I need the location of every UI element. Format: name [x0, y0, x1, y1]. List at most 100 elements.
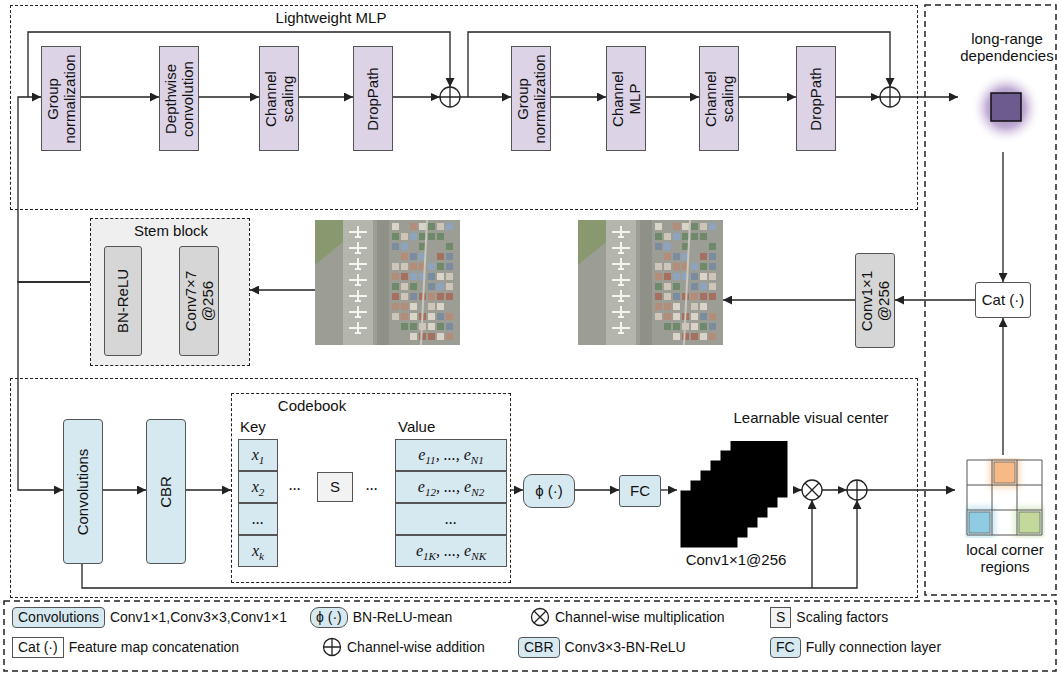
graphic-part	[612, 242, 630, 254]
graphic-part	[664, 253, 671, 260]
node-text: e12, ..., eN2	[418, 478, 484, 496]
graphic-part	[664, 313, 671, 320]
graphic-part	[377, 220, 389, 345]
graphic-part	[401, 263, 408, 270]
graphic-part	[446, 263, 453, 270]
graphic-part	[410, 283, 417, 290]
add-symbol	[871, 87, 900, 107]
graphic-part	[700, 323, 707, 330]
graphic-part	[446, 273, 453, 280]
graphic-part	[410, 313, 417, 320]
key-cell: ...	[238, 503, 278, 535]
key-cell: x2	[238, 471, 278, 503]
add-symbol	[431, 87, 460, 107]
graphic-part	[392, 313, 399, 320]
layer-box: Channel MLP	[606, 46, 646, 151]
legend-text: Fully connection layer	[806, 639, 941, 655]
operator-box: Cat (·)	[975, 282, 1031, 318]
graphic-part	[410, 233, 417, 240]
connector	[646, 96, 699, 97]
legend-item: Channel-wise multiplication	[530, 606, 725, 628]
layer-box: Group normalization	[511, 46, 551, 151]
node-text: Lightweight MLP	[276, 9, 387, 26]
graphic-part	[805, 483, 819, 497]
graphic-part	[709, 273, 716, 280]
graphic-part	[700, 313, 707, 320]
graphic-part	[428, 333, 435, 340]
legend-swatch: CBR	[518, 637, 560, 658]
legend-item: Cat (·)Feature map concatenation	[12, 636, 239, 658]
legend-text: Channel-wise addition	[347, 639, 485, 655]
graphic-part	[691, 223, 698, 230]
graphic-part	[612, 306, 630, 318]
graphic-part	[691, 323, 698, 330]
graphic-part	[709, 223, 716, 230]
legend-frame	[4, 601, 1056, 671]
node-text: CBR	[158, 427, 175, 557]
graphic-part	[965, 507, 995, 538]
graphic-part	[440, 87, 460, 107]
graphic-part	[437, 223, 444, 230]
graphic-part	[401, 283, 408, 290]
graphic-part	[682, 223, 689, 230]
value-cell: e12, ..., eN2	[395, 471, 507, 503]
graphic-part	[664, 303, 671, 310]
graphic-part	[349, 258, 367, 270]
legend-swatch: FC	[770, 637, 801, 658]
node-text: DropPath	[808, 51, 825, 146]
graphic-part	[700, 223, 707, 230]
node-text: Cat (·)	[982, 291, 1025, 308]
node-text: FC	[630, 482, 650, 499]
graphic-part	[392, 223, 399, 230]
legend-item: Channel-wise addition	[322, 636, 485, 658]
node-text: long-range dependencies	[958, 30, 1056, 65]
node-text: Group normalization	[45, 51, 78, 146]
graphic-part	[838, 486, 847, 494]
graphic-part	[664, 243, 671, 250]
graphic-part	[691, 333, 698, 340]
graphic-part	[991, 93, 1021, 121]
graphic-part	[673, 233, 680, 240]
graphic-part	[612, 290, 630, 302]
value-cell: e1K, ..., eNK	[395, 535, 507, 567]
graphic-part	[349, 226, 367, 238]
graphic-part	[446, 223, 453, 230]
node-text: Conv7×7 @256	[183, 270, 216, 332]
graphic-part	[700, 273, 707, 280]
graphic-part	[992, 460, 993, 535]
graphic-part	[700, 263, 707, 270]
graphic-part	[700, 303, 707, 310]
graphic-part	[700, 293, 707, 300]
graphic-part	[673, 293, 680, 300]
graphic-part	[967, 460, 968, 535]
legend-swatch: Convolutions	[12, 607, 105, 628]
legend-text: Conv1×1,Conv3×3,Conv1×1	[110, 609, 287, 625]
scaling-box: S	[317, 472, 353, 502]
graphic-part	[682, 233, 689, 240]
node-text: S	[330, 478, 340, 495]
node-text: BN-ReLU	[115, 251, 132, 351]
graphic-part	[673, 283, 680, 290]
legend-swatch: S	[770, 607, 791, 628]
node-text: Channel scaling	[263, 59, 296, 139]
graphic-part	[410, 253, 417, 260]
graphic-part	[428, 323, 435, 330]
connector	[739, 96, 796, 97]
attention-map-node: long-range dependencies	[958, 30, 1056, 152]
graphic-part	[989, 458, 1020, 488]
graphic-part	[802, 480, 822, 500]
node-text: Key	[240, 418, 266, 435]
graphic-part	[971, 72, 1041, 144]
legend-item: ϕ (·)BN-ReLU-mean	[310, 606, 452, 628]
module-frame: Lightweight MLPGroup normalizationDepthw…	[10, 5, 918, 210]
swatch-text: CBR	[524, 639, 554, 655]
graphic-part	[578, 220, 723, 345]
graphic-part	[655, 243, 662, 250]
wire	[723, 299, 855, 300]
graphic-part	[349, 306, 367, 318]
graphic-part	[612, 274, 630, 286]
graphic-part	[428, 233, 435, 240]
graphic-part	[673, 333, 680, 340]
connector	[511, 489, 523, 490]
graphic-part	[655, 293, 662, 300]
